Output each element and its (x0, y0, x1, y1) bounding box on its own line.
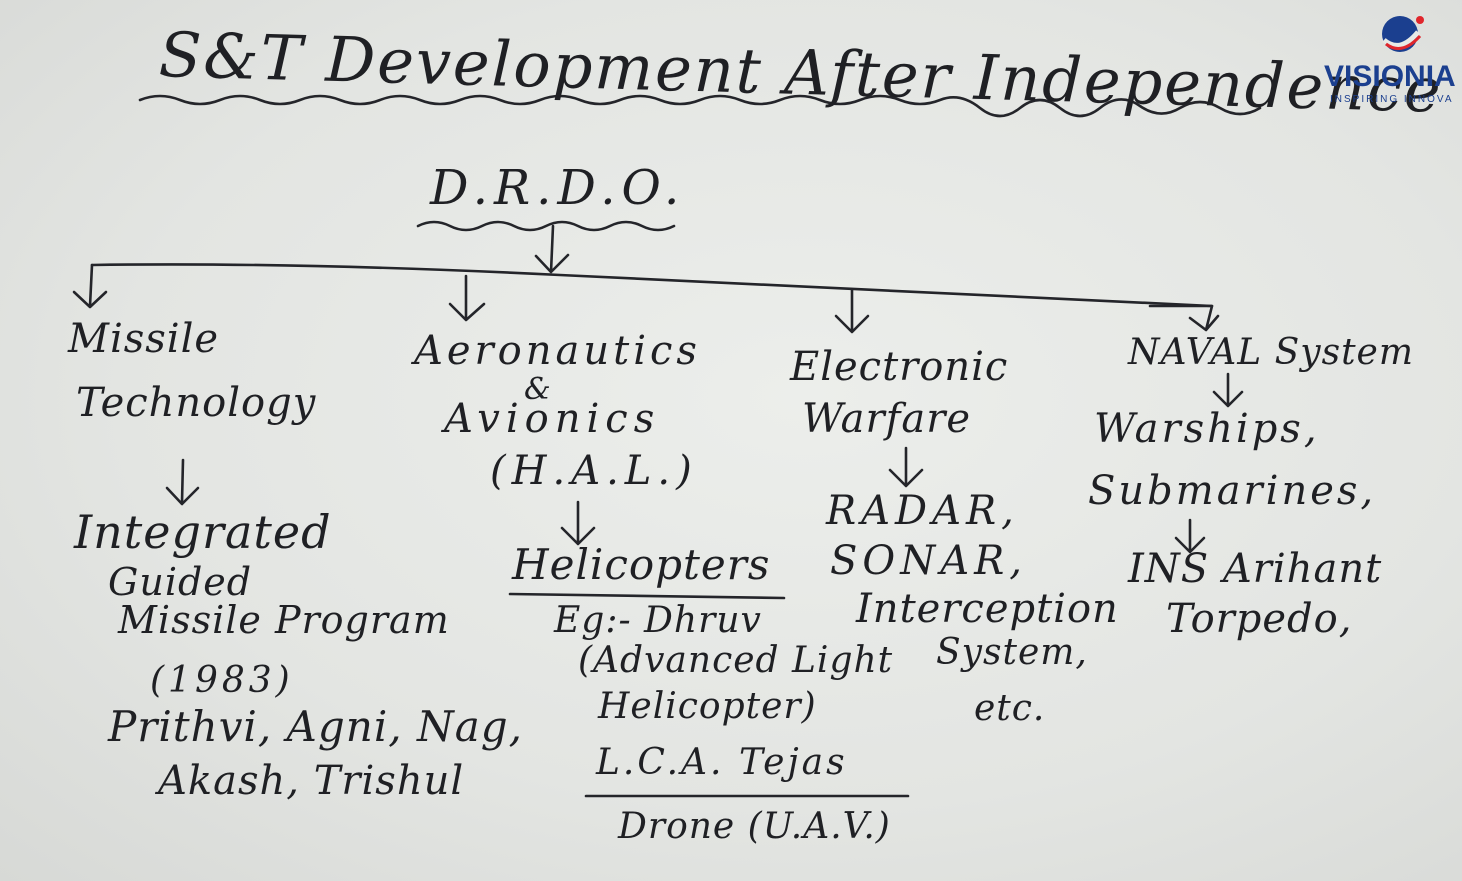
branch-heading: (H.A.L.) (490, 448, 698, 494)
branch-example: L.C.A. Tejas (596, 742, 848, 783)
trunk-line (90, 263, 1214, 308)
branch-heading: Aeronautics (414, 328, 701, 374)
root-node-drdo: D.R.D.O. (430, 160, 686, 216)
branch-sub: Integrated (74, 505, 332, 559)
branch-sub: (Advanced Light (578, 640, 894, 681)
branch-sub: Helicopters (512, 540, 771, 589)
branch-sub: (1983) (150, 660, 294, 701)
branch-sub: Guided (108, 560, 253, 604)
helicopters-underline (508, 592, 786, 600)
branch-heading: Warfare (802, 396, 972, 442)
branch-example: Prithvi, Agni, Nag, (108, 702, 523, 751)
arrow-missile (72, 263, 108, 309)
arrow-missile-2 (165, 458, 200, 506)
branch-sub: Interception (856, 586, 1119, 632)
arrow-naval-2 (1212, 372, 1244, 408)
branch-sub: etc. (974, 688, 1046, 729)
visionias-logo: VISIONIA INSPIRING INNOVA (1322, 8, 1462, 108)
branch-example: INS Arihant (1128, 546, 1383, 592)
branch-sub: RADAR, (826, 488, 1019, 534)
root-arrow (534, 224, 570, 274)
arrow-aero-2 (560, 500, 596, 546)
arrow-ew (834, 288, 870, 334)
title-underline (138, 94, 1262, 118)
arrow-naval (1148, 304, 1220, 332)
branch-sub: Submarines, (1088, 468, 1377, 514)
branch-sub: Eg:- Dhruv (554, 600, 762, 641)
branch-sub: System, (936, 632, 1088, 673)
arrow-naval-3 (1174, 518, 1206, 554)
branch-example: Drone (U.A.V.) (618, 806, 891, 847)
branch-sub: SONAR, (830, 538, 1027, 584)
branch-heading: NAVAL System (1128, 332, 1414, 373)
logo-tagline: INSPIRING INNOVA (1330, 94, 1454, 105)
root-underline (416, 220, 676, 232)
branch-heading: Missile (68, 316, 220, 362)
arrow-aero (448, 274, 486, 322)
logo-wordmark: VISIONIA (1324, 60, 1456, 93)
branch-sub: Helicopter) (598, 686, 817, 727)
branch-sub: Warships, (1094, 406, 1320, 452)
branch-sub: Missile Program (118, 598, 450, 642)
branch-heading: Avionics (444, 396, 661, 442)
branch-heading: & (524, 372, 552, 407)
branch-example: Akash, Trishul (158, 758, 465, 804)
branch-heading: Electronic (790, 344, 1009, 390)
branch-example: Torpedo, (1166, 596, 1353, 642)
logo-globe-icon (1382, 16, 1424, 52)
branch-heading: Technology (76, 380, 317, 426)
arrow-ew-2 (888, 446, 924, 488)
